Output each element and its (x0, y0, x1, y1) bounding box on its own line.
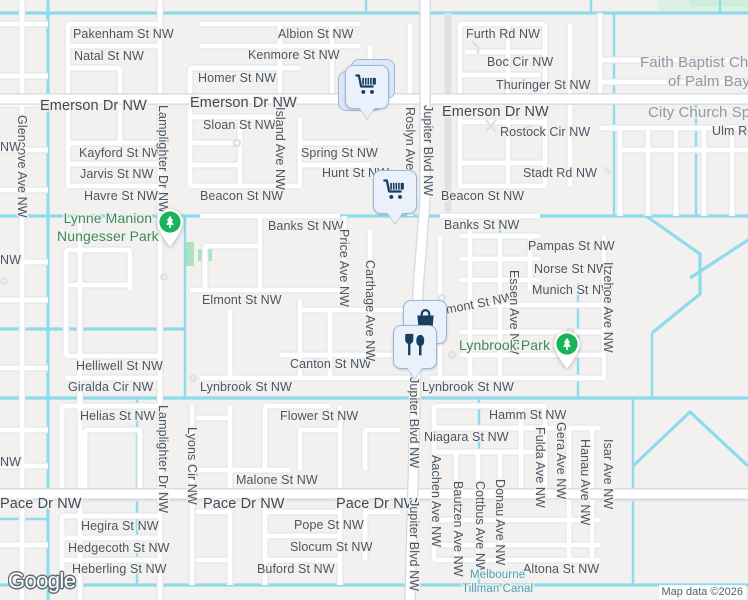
marker-card[interactable] (373, 170, 417, 214)
park-pin-shape[interactable] (552, 330, 582, 370)
poi-marker-restaurant[interactable] (393, 325, 437, 369)
park-label[interactable]: Lynne Manion Nungesser Park (57, 210, 159, 244)
map-attribution: Map data ©2026 (658, 585, 746, 599)
park-pin-shape[interactable] (155, 208, 185, 248)
shopping-cart-icon (382, 177, 408, 208)
poi-marker-shopping-cart[interactable] (373, 170, 417, 214)
google-logo[interactable]: Google (8, 568, 76, 593)
shopping-cart-icon (354, 72, 380, 103)
park-label[interactable]: Lynbrook Park (459, 337, 551, 353)
poi-marker-shopping-cart[interactable] (338, 59, 395, 111)
marker-card[interactable] (393, 325, 437, 369)
marker-card[interactable] (345, 65, 389, 109)
restaurant-icon (402, 332, 428, 363)
